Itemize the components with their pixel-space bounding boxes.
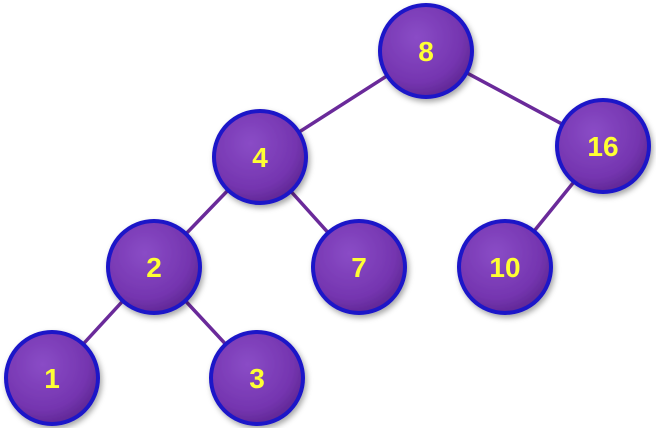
node-label: 3 bbox=[249, 363, 265, 394]
node-label: 16 bbox=[587, 131, 618, 162]
node-circle bbox=[555, 98, 651, 194]
node-circle bbox=[106, 219, 202, 315]
node-label: 10 bbox=[489, 252, 520, 283]
node-circle bbox=[457, 219, 553, 315]
node-label: 7 bbox=[351, 252, 367, 283]
node-label: 8 bbox=[418, 36, 434, 67]
node-label: 1 bbox=[44, 363, 60, 394]
tree-node-8: 8 bbox=[378, 3, 474, 99]
tree-node-1: 1 bbox=[4, 330, 100, 426]
tree-node-7: 7 bbox=[311, 219, 407, 315]
tree-node-2: 2 bbox=[106, 219, 202, 315]
tree-node-16: 16 bbox=[555, 98, 651, 194]
node-circle bbox=[378, 3, 474, 99]
tree-node-4: 4 bbox=[212, 109, 308, 205]
node-circle bbox=[311, 219, 407, 315]
tree-node-10: 10 bbox=[457, 219, 553, 315]
node-circle bbox=[4, 330, 100, 426]
node-circle bbox=[212, 109, 308, 205]
node-label: 4 bbox=[252, 142, 268, 173]
tree-node-3: 3 bbox=[209, 330, 305, 426]
node-circle bbox=[209, 330, 305, 426]
edges-layer bbox=[50, 49, 605, 380]
node-label: 2 bbox=[146, 252, 162, 283]
